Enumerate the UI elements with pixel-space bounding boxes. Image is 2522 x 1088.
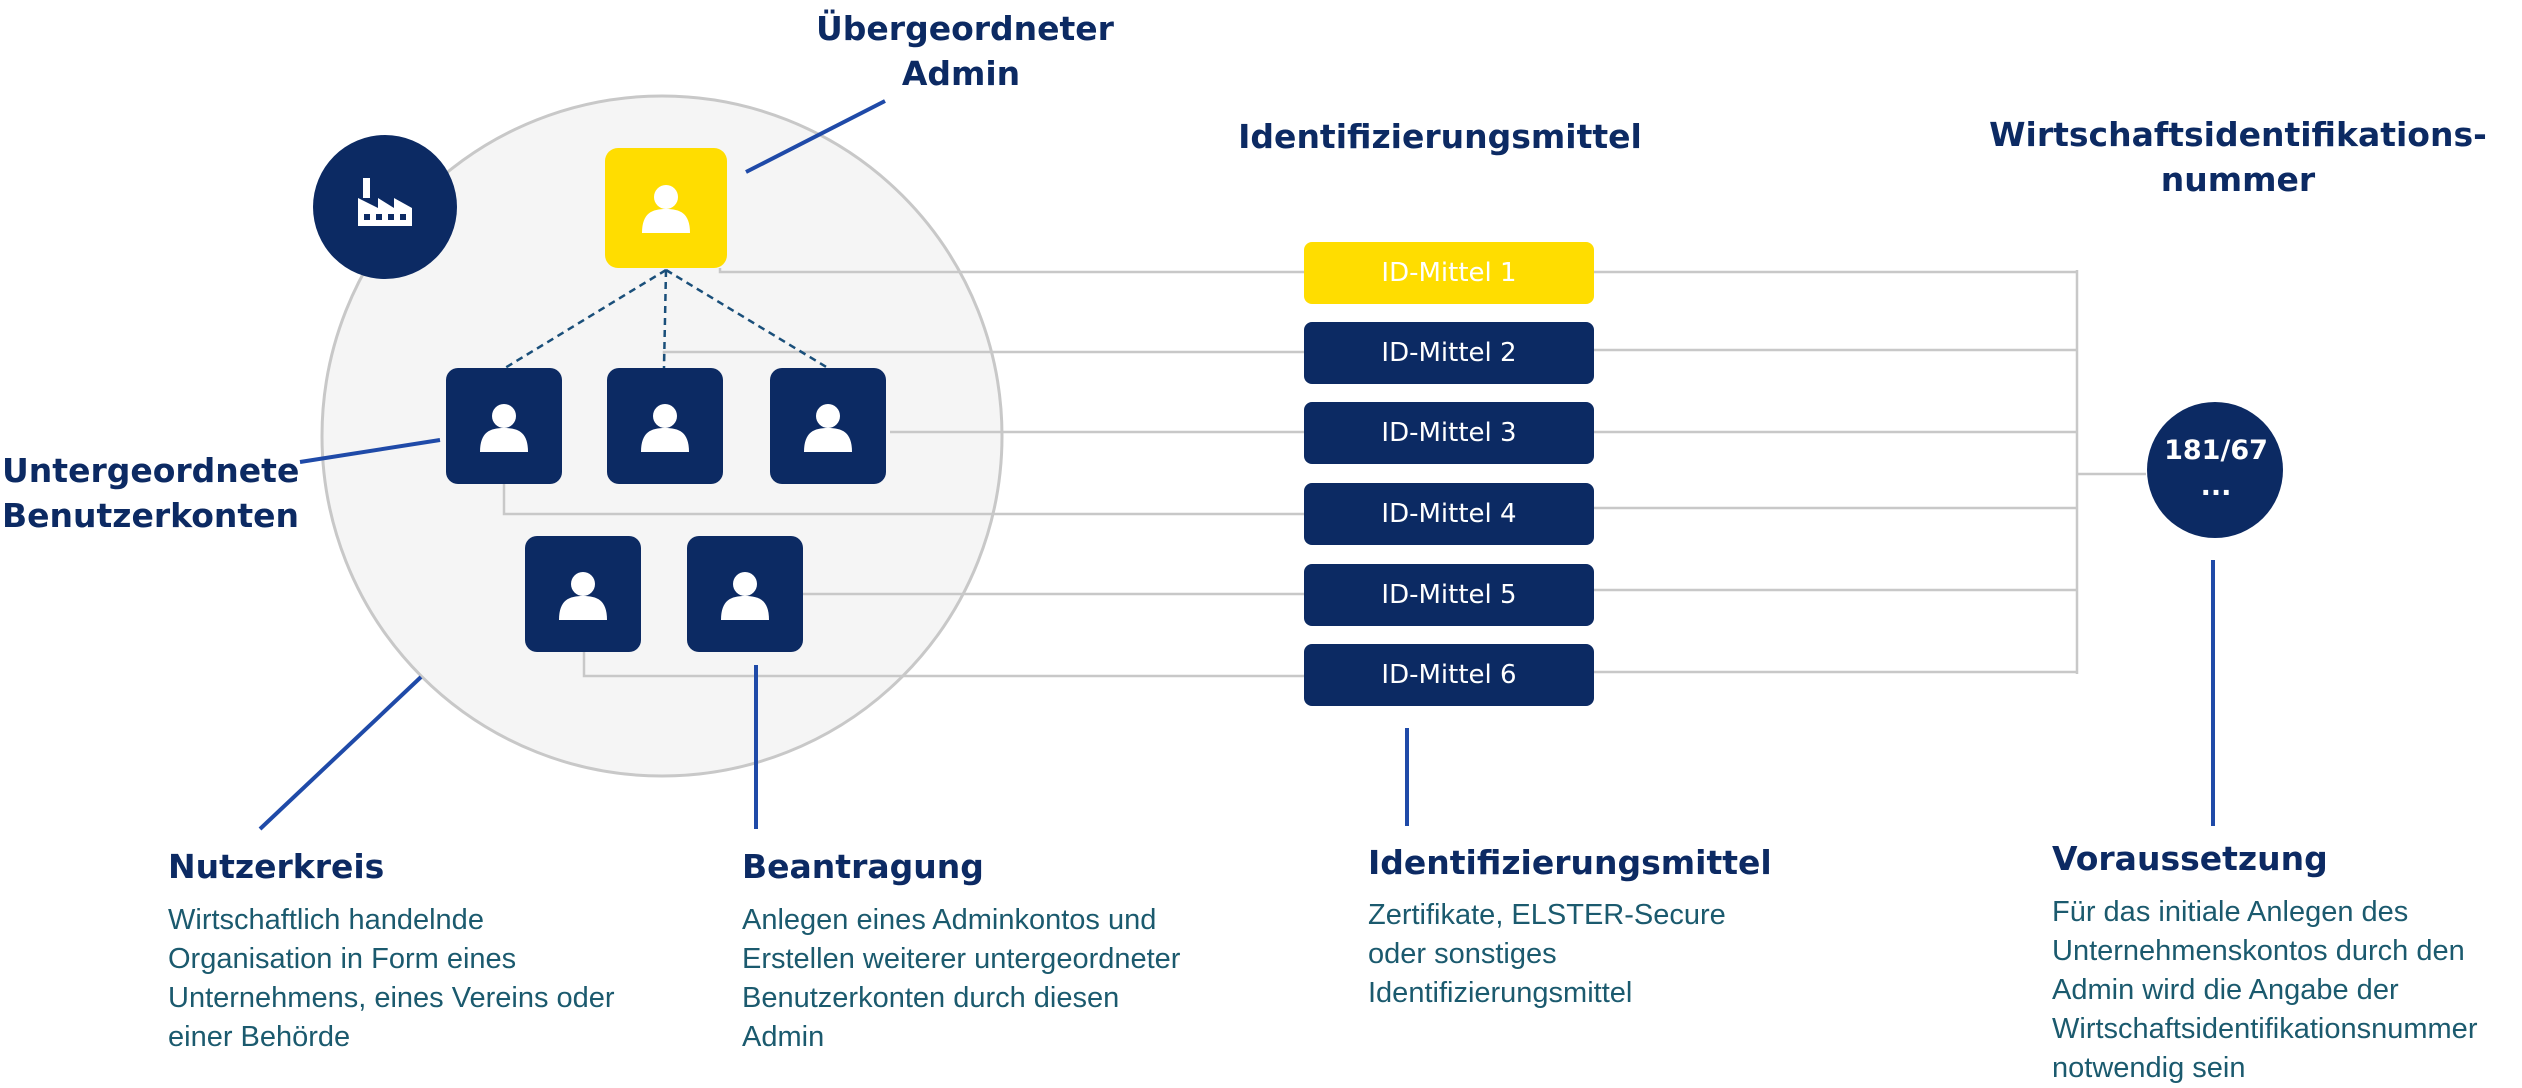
nutzerkreis-text: Wirtschaftlich handelnde Organisation in… <box>168 901 615 1057</box>
beantragung-text: Anlegen eines Adminkontos und Erstellen … <box>742 901 1180 1057</box>
connector-user-1 <box>502 482 1304 516</box>
wid-heading-line1: Wirtschaftsidentifikations- <box>1989 115 2487 154</box>
wid-badge-ellipsis: ... <box>2200 471 2232 502</box>
beantragung-line: Benutzerkonten durch diesen <box>742 982 1120 1014</box>
id-means-item-4: ID-Mittel 4 <box>1304 483 1594 545</box>
nutzerkreis-line: Unternehmens, eines Vereins oder <box>168 982 615 1014</box>
voraussetzung-line: Wirtschaftsidentifikationsnummer <box>2052 1013 2478 1045</box>
pointer-nutzerkreis <box>258 675 423 831</box>
voraussetzung-line: Unternehmenskontos durch den <box>2052 935 2465 967</box>
sub-accounts-label: Untergeordnete Benutzerkonten <box>2 448 312 538</box>
beantragung-line: Erstellen weiterer untergeordneter <box>742 943 1181 975</box>
nutzerkreis-line: Wirtschaftlich handelnde <box>168 904 484 936</box>
id-means-item-5: ID-Mittel 5 <box>1304 564 1594 626</box>
voraussetzung-title: Voraussetzung <box>2052 839 2328 878</box>
beantragung-title: Beantragung <box>742 847 984 886</box>
voraussetzung-line: Admin wird die Angabe der <box>2052 974 2399 1006</box>
identifizierungsmittel-title: Identifizierungsmittel <box>1368 843 1772 882</box>
pointer-admin <box>745 99 886 174</box>
connector-admin <box>718 268 1304 274</box>
wid-badge <box>2147 402 2283 538</box>
id-means-item-2: ID-Mittel 2 <box>1304 322 1594 384</box>
id-means-heading: Identifizierungsmittel <box>1238 117 1642 156</box>
id-means-item-1: ID-Mittel 1 <box>1304 242 1594 304</box>
nutzerkreis-title: Nutzerkreis <box>168 847 385 886</box>
sub-accounts-label-line1: Untergeordnete <box>2 451 300 490</box>
id-means-item-6: ID-Mittel 6 <box>1304 644 1594 706</box>
identifizierungsmittel-line: Zertifikate, ELSTER-Secure <box>1368 899 1726 931</box>
factory-icon <box>358 178 412 226</box>
sub-accounts-label-line2: Benutzerkonten <box>2 496 300 535</box>
hierarchy-lines <box>504 268 829 370</box>
identifizierungsmittel-line: Identifizierungsmittel <box>1368 977 1633 1009</box>
nutzerkreis-line: einer Behörde <box>168 1021 351 1053</box>
identifizierungsmittel-text: Zertifikate, ELSTER-Secure oder sonstige… <box>1368 896 1726 1013</box>
wid-heading-line2: nummer <box>2160 160 2316 199</box>
pointer-lines <box>258 99 2215 831</box>
voraussetzung-line: Für das initiale Anlegen des <box>2052 896 2409 928</box>
id-means-item-3: ID-Mittel 3 <box>1304 402 1594 464</box>
nutzerkreis-line: Organisation in Form eines <box>168 943 517 975</box>
identifizierungsmittel-line: oder sonstiges <box>1368 938 1557 970</box>
admin-label-line2: Admin <box>901 54 1021 93</box>
admin-label: Übergeordneter Admin <box>816 6 1114 96</box>
wid-heading: Wirtschaftsidentifikations- nummer <box>1958 112 2518 202</box>
voraussetzung-line: notwendig sein <box>2052 1052 2246 1084</box>
beantragung-line: Admin <box>742 1021 825 1053</box>
connector-user-4 <box>582 652 1304 678</box>
beantragung-line: Anlegen eines Adminkontos und <box>742 904 1157 936</box>
id-wid-bracket <box>1594 270 2146 674</box>
pointer-sub-accounts <box>299 438 441 464</box>
wid-badge-number: 181/67 <box>2164 435 2268 466</box>
voraussetzung-text: Für das initiale Anlegen des Unternehmen… <box>2052 893 2477 1088</box>
admin-label-line1: Übergeordneter <box>816 9 1114 48</box>
